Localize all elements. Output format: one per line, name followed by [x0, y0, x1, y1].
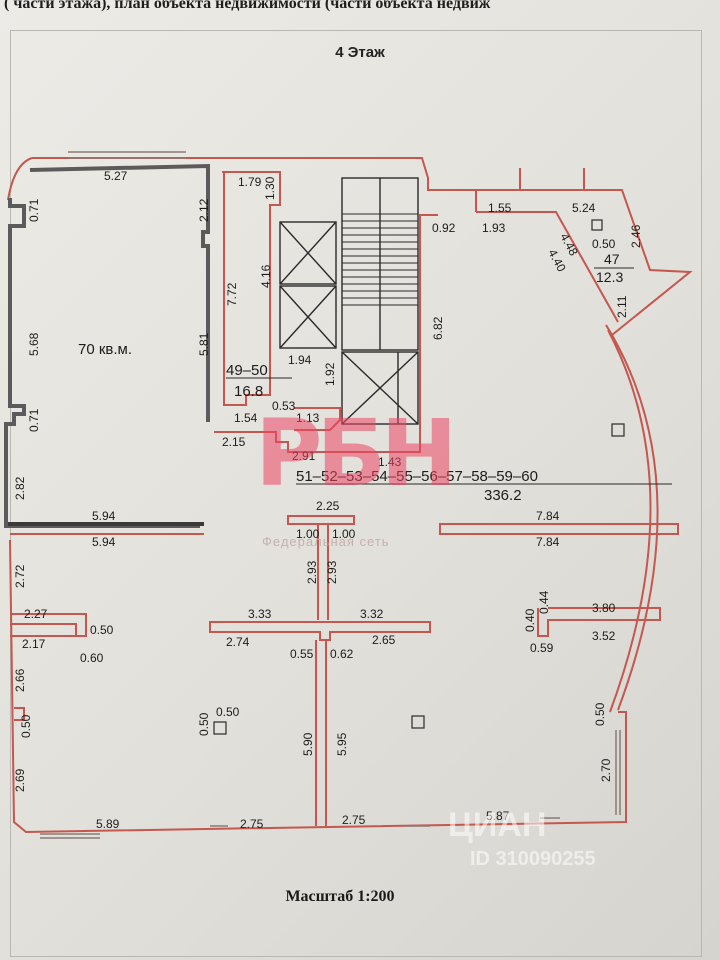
room-49-50-area: 16.8 [234, 383, 263, 400]
dim-0-44: 0.44 [537, 590, 551, 614]
dim-0-71-b: 0.71 [27, 408, 41, 432]
room-47-number: 47 [604, 251, 620, 267]
inner-walls [10, 171, 679, 826]
dim-2-70: 2.70 [599, 758, 613, 782]
dim-2-27: 2.27 [24, 607, 48, 621]
highlighted-area-label: 70 кв.м. [78, 341, 132, 358]
room-49-50-number: 49–50 [226, 362, 268, 379]
dim-3-80: 3.80 [592, 601, 616, 615]
dim-2-46: 2.46 [629, 224, 643, 248]
dim-2-82: 2.82 [13, 476, 27, 500]
cian-listing-id: ID 310090255 [470, 848, 596, 870]
dim-0-50-e: 0.50 [593, 702, 607, 726]
dim-5-95: 5.95 [335, 732, 349, 756]
windows [40, 151, 621, 839]
vertical-dimensions: 0.71 5.68 0.71 2.82 2.12 5.81 1.30 7.72 … [13, 176, 643, 792]
dim-0-71-a: 0.71 [27, 198, 41, 222]
dim-2-12: 2.12 [197, 198, 211, 222]
dim-1-43: 1.43 [378, 455, 402, 469]
dim-1-13: 1.13 [296, 411, 320, 425]
dim-0-50-r47: 0.50 [592, 237, 616, 251]
dim-2-25: 2.25 [316, 499, 340, 513]
scale-label: Масштаб 1:200 [285, 888, 395, 905]
dim-5-81: 5.81 [197, 332, 211, 356]
dim-1-93: 1.93 [482, 221, 506, 235]
dim-2-69: 2.69 [13, 768, 27, 792]
dim-2-91: 2.91 [292, 449, 316, 463]
dim-2-72: 2.72 [13, 564, 27, 588]
dim-1-92: 1.92 [323, 362, 337, 386]
dim-3-52: 3.52 [592, 629, 616, 643]
outer-walls [7, 157, 693, 834]
dim-3-33: 3.33 [248, 607, 272, 621]
dim-0-40: 0.40 [523, 608, 537, 632]
dim-6-82: 6.82 [431, 316, 445, 340]
dim-5-90: 5.90 [301, 732, 315, 756]
dim-7-72: 7.72 [225, 282, 239, 306]
federal-network-watermark: Федеральная сеть [262, 534, 390, 549]
dim-2-75-b: 2.75 [342, 813, 366, 827]
room-main-number: 51–52–53–54–55–56–57–58–59–60 [296, 468, 538, 485]
highlighted-area-outline [4, 163, 210, 528]
document-header: ( части этажа), план объекта недвижимост… [4, 0, 491, 12]
dim-5-89: 5.89 [96, 817, 120, 831]
dim-7-84-b: 7.84 [536, 535, 560, 549]
plan-frame [10, 30, 702, 957]
dim-1-00-b: 1.00 [332, 527, 356, 541]
dim-4-16: 4.16 [259, 264, 273, 288]
dim-5-27: 5.27 [104, 169, 128, 183]
dim-0-60: 0.60 [80, 651, 104, 665]
dim-5-87: 5.87 [486, 809, 510, 823]
room-main-area: 336.2 [484, 487, 522, 504]
dim-0-62: 0.62 [330, 647, 354, 661]
dim-5-94-b: 5.94 [92, 535, 116, 549]
floor-title: 4 Этаж [335, 44, 385, 61]
stair-elevator-block [279, 177, 419, 425]
dim-1-00-a: 1.00 [296, 527, 320, 541]
dim-0-53: 0.53 [272, 399, 296, 413]
dim-1-94: 1.94 [288, 353, 312, 367]
dim-0-92: 0.92 [432, 221, 456, 235]
dim-2-17: 2.17 [22, 637, 46, 651]
horizontal-dimensions: 5.27 1.79 1.94 1.54 0.53 1.13 2.15 2.91 … [22, 169, 616, 831]
dim-2-75-a: 2.75 [240, 817, 264, 831]
cian-watermark: ЦИАН [448, 806, 547, 844]
room-47-area: 12.3 [596, 269, 623, 285]
dim-1-54: 1.54 [234, 411, 258, 425]
dim-1-30: 1.30 [263, 176, 277, 200]
dim-7-84-a: 7.84 [536, 509, 560, 523]
dim-3-32: 3.32 [360, 607, 384, 621]
dim-5-68: 5.68 [27, 332, 41, 356]
dim-2-74: 2.74 [226, 635, 250, 649]
dim-1-55: 1.55 [488, 201, 512, 215]
dim-1-79: 1.79 [238, 175, 262, 189]
rbn-watermark: РБН [255, 400, 458, 507]
dim-0-50-d: 0.50 [216, 705, 240, 719]
dim-5-94-a: 5.94 [92, 509, 116, 523]
dim-2-15: 2.15 [222, 435, 246, 449]
dim-2-66: 2.66 [13, 668, 27, 692]
dim-0-59: 0.59 [530, 641, 554, 655]
columns [213, 219, 625, 735]
dim-0-50-c: 0.50 [197, 712, 211, 736]
dim-0-50-b: 0.50 [19, 714, 33, 738]
dim-0-55: 0.55 [290, 647, 314, 661]
dim-0-50-a: 0.50 [90, 623, 114, 637]
dim-2-65: 2.65 [372, 633, 396, 647]
dim-2-11: 2.11 [615, 295, 629, 318]
dim-2-93-a: 2.93 [305, 560, 319, 584]
dim-2-93-b: 2.93 [325, 560, 339, 584]
dim-5-24: 5.24 [572, 201, 596, 215]
